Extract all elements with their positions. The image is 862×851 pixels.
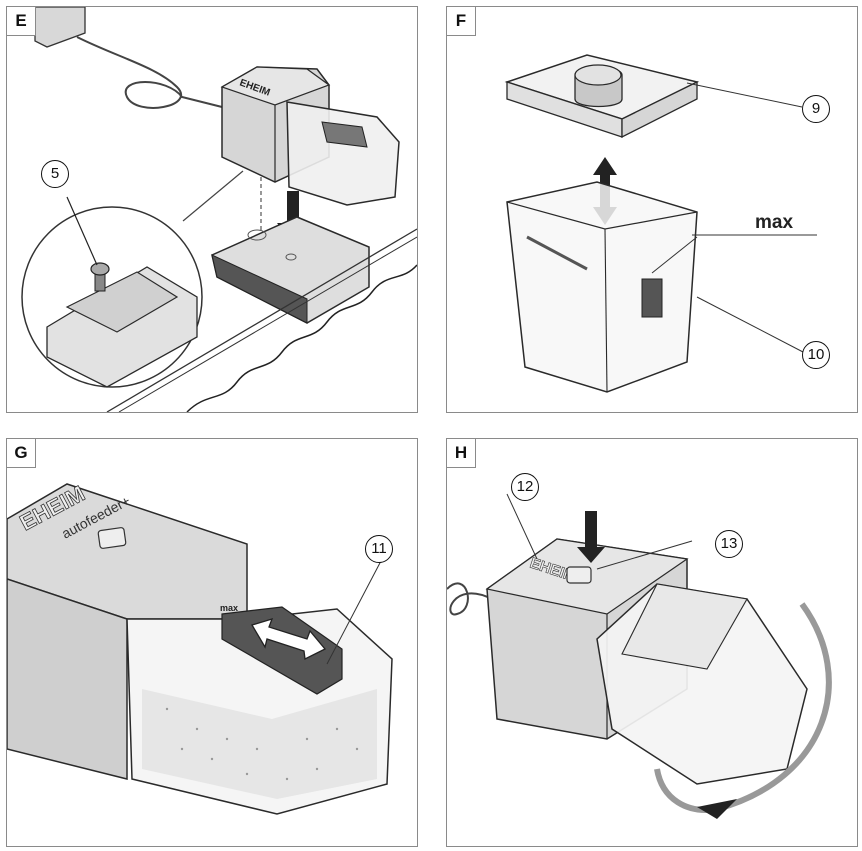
callout-12: 12 xyxy=(511,473,539,501)
food-container xyxy=(506,181,698,393)
wifi-button xyxy=(97,527,127,549)
panel-g: G EHEIM autofeeder+ max 11 xyxy=(6,438,418,847)
wifi-button xyxy=(566,566,592,584)
panel-f: F max 9 10 xyxy=(446,6,858,413)
panel-e: E EHEIM 5 xyxy=(6,6,418,413)
panel-f-illustration xyxy=(504,54,817,393)
portion-slider xyxy=(221,606,343,695)
callout-13: 13 xyxy=(715,530,743,558)
panel-e-label: E xyxy=(7,7,36,36)
slider-max-mark: max xyxy=(220,603,238,613)
panel-g-illustration: EHEIM autofeeder+ max xyxy=(7,480,393,815)
callout-9: 9 xyxy=(802,95,830,123)
callout-10: 10 xyxy=(802,341,830,369)
power-adapter xyxy=(34,7,86,48)
callout-5: 5 xyxy=(41,160,69,188)
panel-e-illustration: EHEIM xyxy=(21,7,417,412)
water-line xyxy=(186,264,417,412)
slide-arrow xyxy=(251,618,327,660)
panel-g-label: G xyxy=(7,439,36,468)
callout-11: 11 xyxy=(365,535,393,563)
food-hopper xyxy=(286,101,400,206)
panel-h: H EHEIM 12 13 xyxy=(446,438,858,847)
power-cable xyxy=(447,582,493,616)
max-level-label: max xyxy=(755,212,794,233)
power-cable xyxy=(76,36,223,109)
panel-h-label: H xyxy=(447,439,476,468)
rotation-arrow xyxy=(654,602,832,813)
aquarium-rim xyxy=(106,228,417,412)
panel-h-illustration: EHEIM xyxy=(447,493,832,819)
max-fill-indicator xyxy=(641,278,663,318)
panel-f-label: F xyxy=(447,7,476,36)
press-arrow xyxy=(577,511,605,563)
thumb-screw xyxy=(90,262,110,276)
